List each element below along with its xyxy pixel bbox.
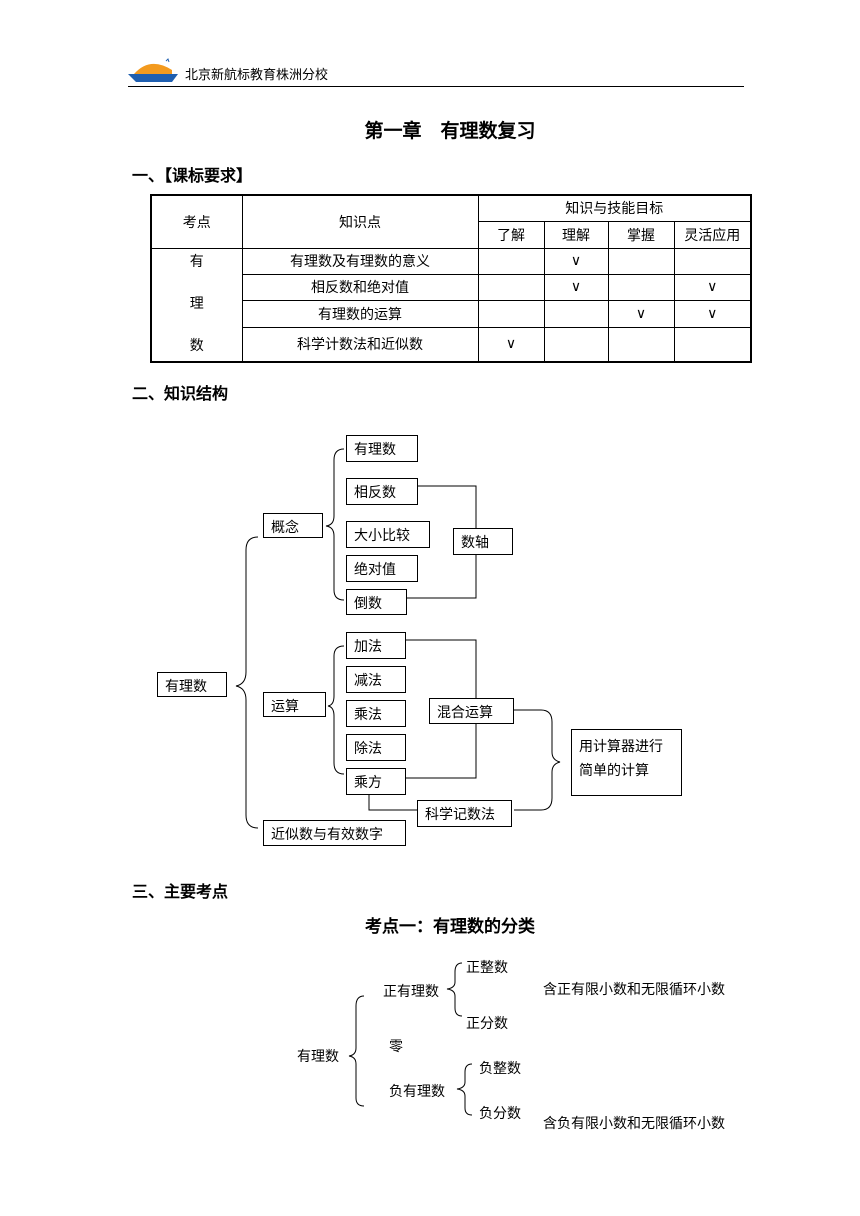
root-rational-box: 有理数 — [157, 672, 227, 697]
calculator-line: 简单的计算 — [579, 763, 649, 779]
mark-cell — [607, 273, 675, 301]
class-positive-int: 正整数 — [466, 960, 508, 976]
concept-item-box: 大小比较 — [346, 521, 430, 548]
operation-item-box: 除法 — [346, 734, 406, 761]
mark-cell — [543, 326, 609, 363]
concept-item-box: 有理数 — [346, 435, 418, 462]
page-title: 第一章 有理数复习 — [364, 120, 536, 142]
header-divider — [128, 86, 744, 87]
mixed-operations-box: 混合运算 — [429, 698, 514, 724]
col-header-point: 考点 — [150, 194, 243, 249]
level-header: 理解 — [543, 220, 609, 249]
row-group-char: 有 — [189, 253, 204, 270]
operation-item-box: 乘方 — [346, 768, 406, 795]
mark-cell: ∨ — [673, 299, 752, 328]
section-heading-structure: 二、知识结构 — [132, 384, 229, 403]
mark-cell: ∨ — [607, 299, 675, 328]
note-negative: 含负有限小数和无限循环小数 — [543, 1116, 725, 1132]
approx-box: 近似数与有效数字 — [263, 820, 406, 846]
number-line-box: 数轴 — [453, 528, 513, 555]
class-negative: 负有理数 — [389, 1084, 445, 1100]
calculator-box: 用计算器进行 简单的计算 — [571, 729, 682, 796]
mark-cell — [477, 273, 545, 301]
level-header: 了解 — [477, 220, 545, 249]
level-header: 灵活应用 — [673, 220, 752, 249]
requirements-table: 考点 知识点 知识与技能目标 了解 理解 掌握 灵活应用 有 理 数 有理数及有… — [150, 194, 752, 363]
org-name: 北京新航标教育株洲分校 — [185, 68, 329, 83]
class-root: 有理数 — [297, 1049, 339, 1065]
mark-cell — [673, 247, 752, 275]
concept-item-box: 绝对值 — [346, 555, 418, 582]
knowledge-cell: 科学计数法和近似数 — [241, 326, 479, 363]
class-positive: 正有理数 — [383, 984, 439, 1000]
row-group-char: 理 — [189, 295, 204, 312]
scientific-notation-box: 科学记数法 — [417, 800, 512, 827]
mark-cell — [477, 299, 545, 328]
row-group-char: 数 — [189, 337, 204, 354]
class-positive-frac: 正分数 — [466, 1016, 508, 1032]
knowledge-cell: 相反数和绝对值 — [241, 273, 479, 301]
col-header-goals: 知识与技能目标 — [477, 194, 752, 222]
key-point-title: 考点一：有理数的分类 — [365, 917, 535, 937]
mark-cell: ∨ — [543, 247, 609, 275]
concept-item-box: 相反数 — [346, 478, 418, 505]
row-group-rational: 有 理 数 — [150, 247, 243, 363]
class-negative-int: 负整数 — [479, 1061, 521, 1077]
concept-box: 概念 — [263, 513, 323, 538]
note-positive: 含正有限小数和无限循环小数 — [543, 982, 725, 998]
calculator-line: 用计算器进行 — [579, 739, 663, 755]
class-zero: 零 — [389, 1039, 403, 1055]
concept-item-box: 倒数 — [346, 589, 407, 615]
operation-item-box: 加法 — [346, 632, 406, 659]
level-header: 掌握 — [607, 220, 675, 249]
section-heading-requirements: 一、【课标要求】 — [132, 166, 253, 185]
class-negative-frac: 负分数 — [479, 1106, 521, 1122]
mark-cell: ∨ — [543, 273, 609, 301]
operations-box: 运算 — [263, 692, 326, 717]
operation-item-box: 减法 — [346, 666, 406, 693]
section-heading-key-points: 三、主要考点 — [132, 882, 229, 901]
mark-cell — [673, 326, 752, 363]
school-logo — [128, 58, 178, 82]
operation-item-box: 乘法 — [346, 700, 406, 727]
